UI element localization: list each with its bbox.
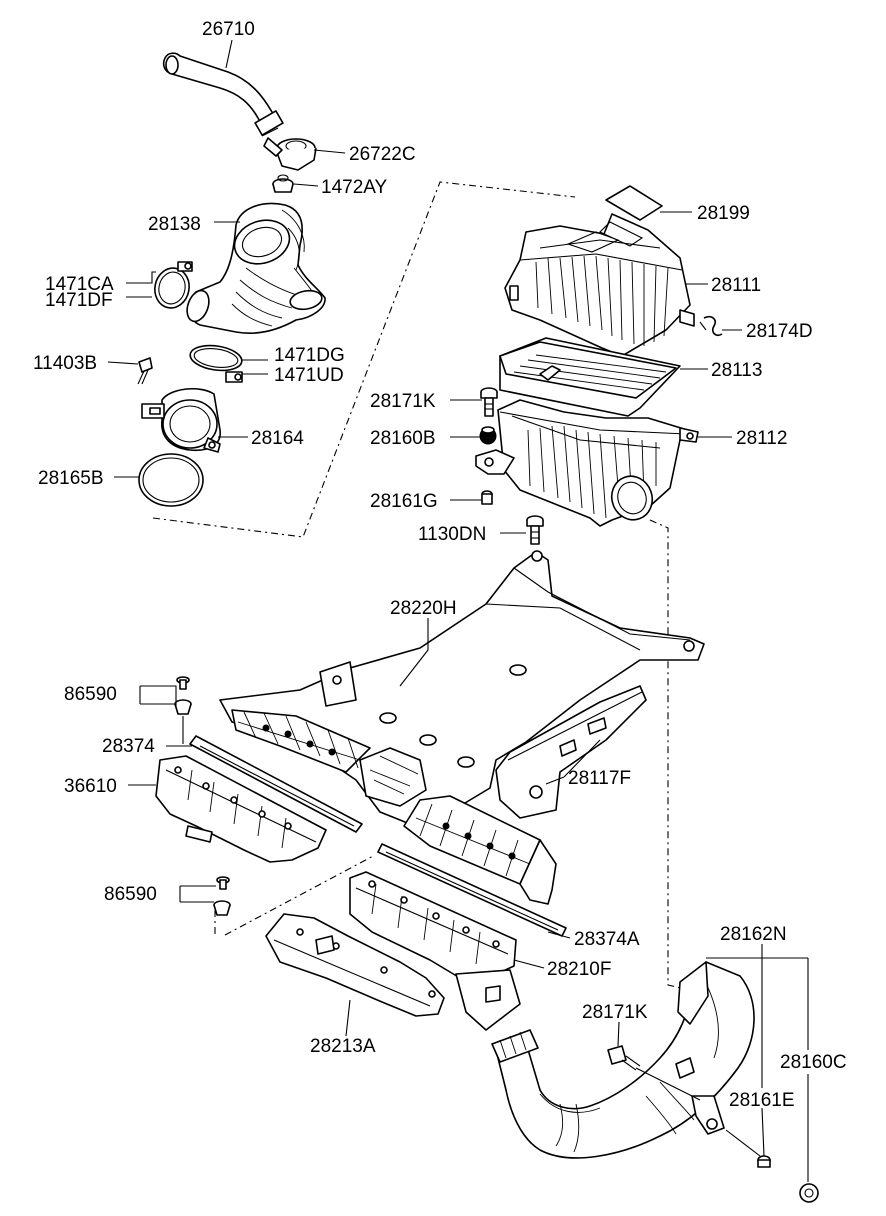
bolt-11403B [137, 357, 153, 385]
hose-clamp-1471CA [154, 261, 193, 309]
label-1471UD: 1471UD [274, 365, 344, 386]
part-labels: 26710 26722C 1472AY 28138 1471CA 1471DF … [33, 19, 847, 1111]
label-28113: 28113 [711, 360, 762, 381]
air-guide-28220H [219, 550, 705, 825]
air-flow-sensor-28164 [141, 387, 221, 453]
label-28111: 28111 [711, 275, 761, 296]
label-28164: 28164 [251, 428, 304, 449]
duct-right-branch [519, 839, 557, 905]
screw-86590-bottom [216, 876, 230, 890]
air-duct-28210F [349, 871, 521, 1031]
air-duct-28213A [265, 913, 445, 1017]
air-guide-bracket-28117F [495, 685, 647, 819]
bolt-28171K-top [480, 387, 498, 417]
seal-strip-28374A [377, 843, 567, 937]
duct-center-junction [359, 747, 427, 807]
label-28174D: 28174D [746, 321, 813, 342]
label-28162N: 28162N [720, 924, 787, 945]
label-11403B: 11403B [33, 353, 97, 374]
grommet-1472AY [272, 174, 294, 193]
air-duct-36610 [155, 755, 327, 863]
label-1471CA: 1471CA [45, 274, 114, 295]
label-28160C: 28160C [780, 1052, 847, 1073]
clip-28174D [699, 315, 723, 337]
label-28171K-bottom: 28171K [582, 1002, 648, 1023]
clip-86590-bottom [213, 900, 231, 916]
label-36610: 36610 [64, 776, 117, 797]
label-28160B: 28160B [370, 428, 436, 449]
gasket-28165B [138, 453, 204, 507]
air-cleaner-body-28112 [475, 399, 699, 527]
label-28138: 28138 [148, 214, 201, 235]
label-1471DG: 1471DG [274, 345, 345, 366]
intake-hose-28162N [491, 961, 755, 1159]
label-28161E: 28161E [729, 1090, 795, 1111]
label-86590-bottom: 86590 [104, 884, 157, 905]
label-28374A: 28374A [574, 929, 640, 950]
bolt-1130DN [526, 515, 544, 545]
grommet-28160C [799, 1183, 819, 1203]
air-cleaner-cover-28111 [504, 213, 695, 357]
label-26710: 26710 [202, 19, 255, 40]
label-28220H: 28220H [390, 598, 457, 619]
hose-clamp-1471DG [189, 344, 243, 383]
grommet-28160B [479, 426, 497, 445]
label-26722C: 26722C [349, 144, 416, 165]
label-28213A: 28213A [310, 1036, 376, 1057]
collar-28161G [481, 490, 493, 505]
label-plate-28199 [605, 185, 663, 221]
label-28117F: 28117F [568, 768, 631, 789]
filter-screen-upper-left [231, 709, 371, 773]
label-1130DN: 1130DN [418, 524, 486, 545]
screw-86590-top [176, 676, 190, 690]
collar-28161E [725, 1129, 771, 1168]
bolt-28171K-bottom [607, 1045, 701, 1101]
label-28199: 28199 [697, 203, 750, 224]
label-1471DF: 1471DF [45, 290, 113, 311]
label-28161G: 28161G [370, 491, 438, 512]
label-28210F: 28210F [547, 959, 611, 980]
clip-86590-top [174, 699, 192, 744]
filter-screen-lower-right [403, 795, 541, 885]
label-28165B: 28165B [38, 468, 104, 489]
air-filter-element-28113 [499, 337, 681, 417]
label-1472AY: 1472AY [321, 177, 388, 198]
seal-strip-28374 [189, 735, 363, 833]
pcv-connector-26722C [263, 137, 317, 171]
label-86590-top: 86590 [64, 684, 117, 705]
label-28374: 28374 [102, 736, 155, 757]
label-28112: 28112 [736, 428, 787, 449]
intake-duct-28138 [186, 202, 326, 335]
breather-hose-26710 [162, 52, 284, 137]
leader-lines [107, 39, 809, 1182]
label-28171K-top: 28171K [370, 391, 436, 412]
